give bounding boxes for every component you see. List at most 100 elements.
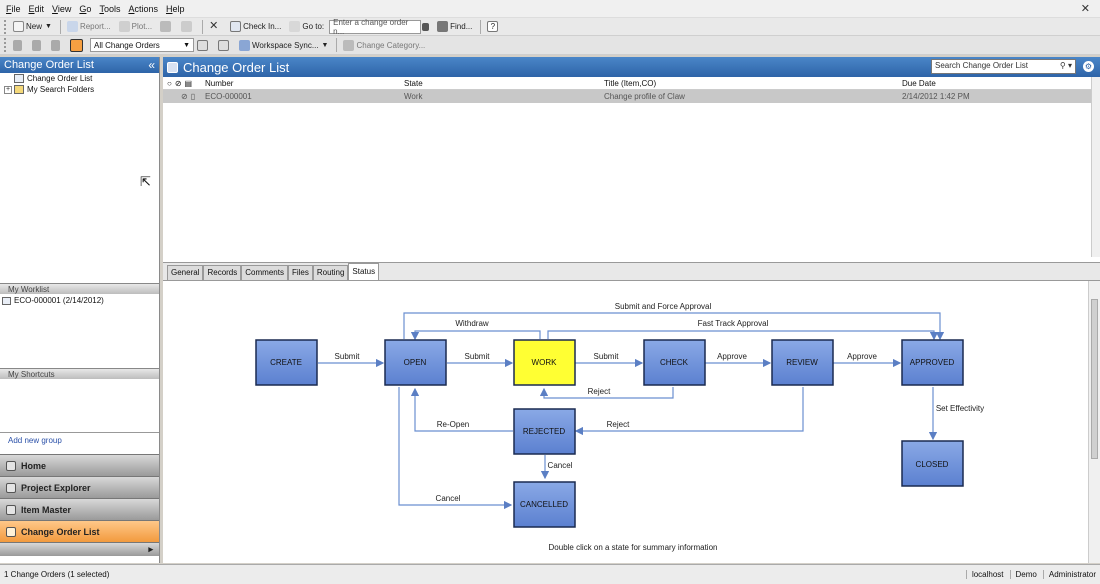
menu-actions[interactable]: Actions xyxy=(128,3,158,14)
cell-due-date: 2/14/2012 1:42 PM xyxy=(902,92,970,101)
left-panel: Change Order List « Change Order List + … xyxy=(0,57,160,563)
tab-records[interactable]: Records xyxy=(203,265,242,280)
state-create[interactable] xyxy=(255,339,318,386)
column-state[interactable]: State xyxy=(404,78,423,88)
back-arrow-icon xyxy=(13,39,22,51)
tab-comments[interactable]: Comments xyxy=(241,265,288,280)
state-open[interactable] xyxy=(384,339,447,386)
goto-dropdown[interactable] xyxy=(421,19,432,34)
goto-input[interactable]: Enter a change order n... xyxy=(329,18,422,36)
main-panel: Change Order List Search Change Order Li… xyxy=(163,57,1100,563)
menu-file[interactable]: File xyxy=(6,3,21,14)
nav-item-master[interactable]: Item Master xyxy=(0,498,159,520)
print-button[interactable] xyxy=(157,19,176,34)
nav-more[interactable]: ▸ xyxy=(0,542,159,556)
folder-icon xyxy=(14,85,24,94)
view-select[interactable]: All Change Orders▼ xyxy=(90,38,194,52)
toolbar-grip[interactable] xyxy=(4,19,7,34)
state-rejected[interactable] xyxy=(513,408,576,455)
search-icon[interactable]: ⚲ ▾ xyxy=(1059,61,1072,70)
preview-button[interactable] xyxy=(178,19,197,34)
report-icon xyxy=(66,21,78,32)
status-bar: 1 Change Orders (1 selected) localhost D… xyxy=(0,564,1100,584)
scrollbar-thumb[interactable] xyxy=(1091,299,1098,459)
collapse-icon[interactable]: « xyxy=(148,58,155,72)
worklist-header[interactable]: My Worklist xyxy=(0,283,159,294)
add-group-link[interactable]: Add new group xyxy=(0,432,159,448)
properties-button[interactable] xyxy=(215,38,234,53)
canvas-scrollbar[interactable] xyxy=(1088,281,1100,563)
settings-icon[interactable]: ⚙ xyxy=(1083,61,1094,72)
forward-arrow-icon xyxy=(32,39,41,51)
left-panel-title: Change Order List xyxy=(4,59,94,71)
chevron-down-icon xyxy=(422,22,430,31)
transition-reject-review-rejected: Reject xyxy=(607,420,630,429)
delete-button[interactable]: ✕ xyxy=(206,19,225,34)
checkin-button[interactable]: Check In... xyxy=(227,19,284,34)
cell-title: Change profile of Claw xyxy=(604,92,685,101)
tree-item-search-folders[interactable]: + My Search Folders xyxy=(4,85,95,94)
tab-general[interactable]: General xyxy=(167,265,204,280)
state-label-rejected: REJECTED xyxy=(523,427,565,436)
change-category-button[interactable]: Change Category... xyxy=(340,38,428,53)
nav-project-explorer[interactable]: Project Explorer xyxy=(0,476,159,498)
panel-toggle-button[interactable] xyxy=(67,38,88,53)
menu-view[interactable]: View xyxy=(52,3,72,14)
cell-number: ECO-000001 xyxy=(205,92,252,101)
close-icon[interactable]: ✕ xyxy=(1080,3,1090,15)
tab-routing[interactable]: Routing xyxy=(312,265,349,280)
state-review[interactable] xyxy=(771,339,834,386)
grid-scrollbar[interactable] xyxy=(1091,77,1100,257)
project-icon xyxy=(6,482,16,493)
tab-status[interactable]: Status xyxy=(348,263,380,280)
calendar-button[interactable] xyxy=(194,38,213,53)
home-button[interactable] xyxy=(48,38,65,53)
state-label-open: OPEN xyxy=(404,358,427,367)
state-check[interactable] xyxy=(643,339,706,386)
state-work[interactable] xyxy=(513,339,576,386)
table-row[interactable]: ⊘ ▯ ECO-000001 Work Change profile of Cl… xyxy=(163,90,1100,103)
state-cancelled[interactable] xyxy=(513,481,576,528)
workspace-sync-button[interactable]: Workspace Sync...▼ xyxy=(236,38,331,53)
search-input[interactable]: Search Change Order List ⚲ ▾ xyxy=(931,59,1076,74)
help-button[interactable]: ? xyxy=(484,19,503,34)
menu-help[interactable]: Help xyxy=(165,3,185,14)
state-approved[interactable] xyxy=(901,339,964,386)
change-order-list-icon xyxy=(167,61,178,73)
state-label-review: REVIEW xyxy=(786,358,818,367)
column-due-date[interactable]: Due Date xyxy=(902,78,936,88)
nav-change-order-list[interactable]: Change Order List xyxy=(0,520,159,542)
menu-go[interactable]: Go xyxy=(79,3,92,14)
report-button[interactable]: Report... xyxy=(64,19,114,34)
goto-label: Go to: xyxy=(286,19,327,34)
menu-tools[interactable]: Tools xyxy=(99,3,121,14)
column-number[interactable]: Number xyxy=(205,78,234,88)
shortcuts-header[interactable]: My Shortcuts xyxy=(0,368,159,379)
back-button[interactable] xyxy=(10,38,27,53)
new-button[interactable]: New▼ xyxy=(10,19,55,34)
nav-home[interactable]: Home xyxy=(0,454,159,476)
menu-edit[interactable]: Edit xyxy=(28,3,45,14)
tree-item-change-order-list[interactable]: Change Order List xyxy=(0,73,159,84)
transition-submit-create-open: Submit xyxy=(335,352,361,361)
forward-button[interactable] xyxy=(29,38,46,53)
toolbar-grip[interactable] xyxy=(4,38,7,52)
worklist-item[interactable]: ECO-000001 (2/14/2012) xyxy=(0,295,106,306)
find-button[interactable]: Find... xyxy=(434,19,475,34)
plot-button[interactable]: Plot... xyxy=(116,19,155,34)
state-closed[interactable] xyxy=(901,440,964,487)
home-icon xyxy=(51,39,60,51)
state-label-cancelled: CANCELLED xyxy=(520,500,568,509)
document-icon: ▯ xyxy=(190,92,196,101)
state-label-check: CHECK xyxy=(660,358,689,367)
transition-approve-check-review: Approve xyxy=(717,352,747,361)
change-order-icon xyxy=(2,296,11,305)
column-title[interactable]: Title (Item,CO) xyxy=(604,78,657,88)
status-server: localhost xyxy=(965,570,1004,579)
select-all-radio-icon[interactable]: ○ xyxy=(167,78,172,88)
expand-icon[interactable]: + xyxy=(4,85,12,94)
workflow-canvas: CREATE OPEN WORK CHECK REVIEW APPROVED R… xyxy=(163,281,1088,563)
sync-icon xyxy=(239,39,250,51)
tab-files[interactable]: Files xyxy=(287,265,313,280)
goto-icon xyxy=(289,21,301,32)
